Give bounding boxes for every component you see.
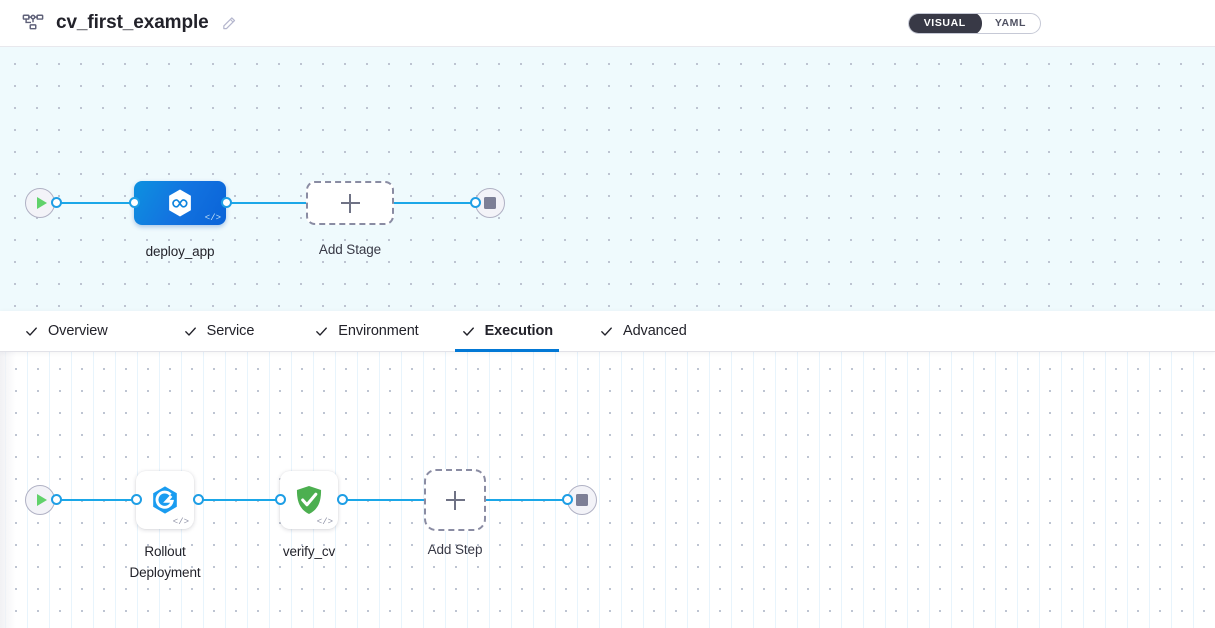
edge-start-to-rollout: [56, 499, 136, 501]
code-badge: </>: [204, 213, 221, 223]
check-icon: [316, 326, 328, 336]
execution-start-node[interactable]: [25, 485, 55, 515]
tab-execution[interactable]: Execution: [454, 311, 560, 352]
add-stage-label: Add Stage: [318, 242, 382, 257]
port-rollout-in: [131, 494, 142, 505]
stage-graph-canvas[interactable]: </> deploy_app Add Stage: [0, 47, 1215, 311]
execution-end-node[interactable]: [567, 485, 597, 515]
port-deploy-app-in: [129, 197, 140, 208]
port-end-in: [470, 197, 481, 208]
start-circle: [25, 485, 55, 515]
edge-add-step-to-end: [486, 499, 574, 501]
edit-pencil-icon[interactable]: [221, 15, 238, 32]
stop-icon: [576, 494, 588, 506]
tab-label: Advanced: [623, 323, 687, 339]
add-step-button[interactable]: [424, 469, 486, 531]
play-icon: [36, 494, 47, 506]
add-step-node[interactable]: [424, 469, 486, 531]
code-badge: </>: [172, 517, 189, 527]
tab-overview[interactable]: Overview: [22, 311, 110, 351]
port-exec-start-out: [51, 494, 62, 505]
plus-icon: [445, 490, 465, 510]
stage-node-deploy-app[interactable]: </>: [134, 181, 226, 225]
tab-environment[interactable]: Environment: [312, 311, 420, 351]
edge-add-stage-to-end: [394, 202, 482, 204]
view-mode-toggle-wrap: VISUAL YAML: [907, 13, 1041, 34]
edge-rollout-to-verify: [198, 499, 280, 501]
stop-icon: [484, 197, 496, 209]
step-card[interactable]: </>: [136, 471, 194, 529]
check-icon: [462, 326, 474, 336]
port-verify-in: [275, 494, 286, 505]
tab-advanced[interactable]: Advanced: [597, 311, 689, 351]
edge-start-to-deploy-app: [56, 202, 136, 204]
step-node-verify-cv[interactable]: </>: [280, 471, 338, 529]
visual-yaml-toggle[interactable]: VISUAL YAML: [907, 13, 1041, 34]
port-exec-end-in: [562, 494, 573, 505]
code-badge: </>: [316, 517, 333, 527]
pipeline-nodes-icon: [22, 14, 44, 30]
page-title: cv_first_example: [56, 12, 209, 33]
add-stage-button[interactable]: [306, 181, 394, 225]
execution-graph-canvas[interactable]: </> Rollout Deployment </> verify_cv Ad: [0, 352, 1215, 628]
step-card[interactable]: </>: [280, 471, 338, 529]
stage-card[interactable]: </>: [134, 181, 226, 225]
add-step-label: Add Step: [427, 542, 483, 557]
port-rollout-out: [193, 494, 204, 505]
tab-label: Overview: [48, 323, 108, 339]
rollout-deployment-icon: [153, 486, 177, 514]
verify-shield-check-icon: [296, 485, 322, 515]
header-left-group: cv_first_example: [0, 12, 238, 34]
play-icon: [36, 197, 47, 209]
harness-hexagon-infinity-icon: [169, 189, 191, 217]
tab-label: Environment: [338, 323, 419, 339]
stage-label-deploy-app: deploy_app: [145, 244, 215, 259]
toggle-option-visual[interactable]: VISUAL: [908, 14, 982, 33]
port-verify-out: [337, 494, 348, 505]
port-start-out: [51, 197, 62, 208]
step-label-rollout-deployment: Rollout Deployment: [129, 544, 201, 580]
edge-verify-to-add-step: [342, 499, 426, 501]
tab-label: Service: [206, 323, 255, 339]
toggle-option-yaml[interactable]: YAML: [994, 17, 1026, 29]
tab-label: Execution: [484, 323, 554, 339]
step-label-verify-cv: verify_cv: [282, 544, 336, 559]
plus-icon: [340, 193, 360, 213]
port-deploy-app-out: [221, 197, 232, 208]
edge-deploy-app-to-add-stage: [226, 202, 310, 204]
tab-service[interactable]: Service: [181, 311, 257, 351]
add-stage-node[interactable]: [306, 181, 394, 225]
check-icon: [184, 326, 196, 336]
step-node-rollout-deployment[interactable]: </>: [136, 471, 194, 529]
stage-config-tabs[interactable]: Overview Service Environment Execution A…: [0, 311, 1215, 352]
header-bar: cv_first_example VISUAL YAML: [0, 0, 1215, 47]
check-icon: [26, 326, 37, 336]
end-circle: [567, 485, 597, 515]
check-icon: [601, 326, 612, 336]
